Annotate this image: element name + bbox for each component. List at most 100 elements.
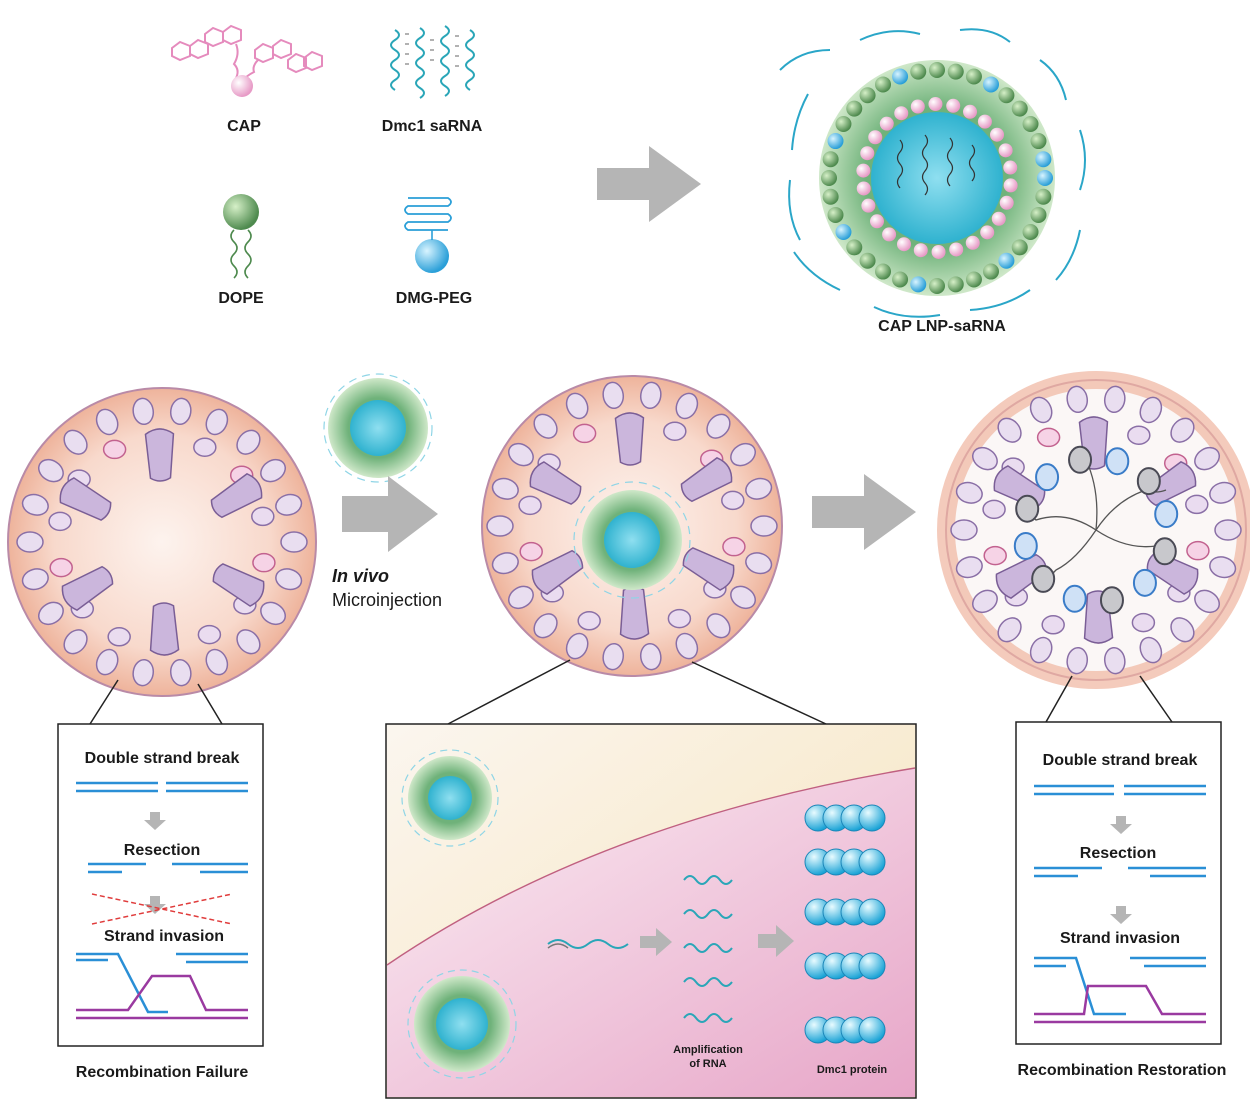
- lipid-outer-icon: [827, 206, 844, 223]
- left-resection-label: Resection: [123, 842, 201, 859]
- spermatocyte-icon: [721, 490, 745, 511]
- lipid-outer-icon: [998, 87, 1015, 104]
- germ-cell-icon: [675, 632, 699, 660]
- restored-cell-icon: [1015, 494, 1040, 523]
- lipid-outer-icon: [998, 252, 1015, 269]
- dmgpeg-tail-icon: [404, 197, 452, 231]
- spermatocyte-icon: [577, 611, 601, 631]
- dmc1-protein-icon: [858, 1016, 886, 1044]
- lipid-outer-icon: [892, 68, 909, 85]
- lipid-outer-icon: [846, 100, 863, 117]
- cap-lipid-icon: [963, 104, 978, 119]
- lipid-outer-icon: [910, 276, 927, 293]
- left-invasion-label: Strand invasion: [103, 928, 225, 945]
- germ-cell-icon: [1209, 481, 1237, 504]
- spermatocyte-icon: [518, 495, 542, 516]
- germ-cell-icon: [21, 568, 49, 591]
- restored-cell-icon: [1152, 537, 1177, 566]
- spermatocyte-icon: [982, 499, 1006, 520]
- spermatocyte-icon: [983, 545, 1007, 566]
- lipid-outer-icon: [859, 87, 876, 104]
- sarna-label: Dmc1 saRNA: [381, 118, 483, 135]
- spermatocyte-icon: [572, 423, 597, 444]
- germ-cell-icon: [1139, 396, 1163, 424]
- germ-cell-icon: [95, 408, 119, 436]
- germ-cell-icon: [38, 601, 64, 626]
- spermatocyte-icon: [722, 536, 746, 557]
- cap-lipid-icon: [1003, 178, 1018, 193]
- cap-lipid-icon: [980, 225, 995, 240]
- restoration-caption: Recombination Restoration: [1017, 1062, 1227, 1079]
- cap-lipid-icon: [931, 244, 946, 259]
- restored-cell-icon: [1068, 445, 1093, 474]
- germ-cell-icon: [1066, 385, 1089, 414]
- cap-lipid-icon: [860, 146, 875, 161]
- lipid-outer-icon: [835, 224, 852, 240]
- germ-cell-icon: [730, 442, 756, 467]
- dmgpeg-label: DMG-PEG: [395, 290, 473, 307]
- right-dsb-title: Double strand break: [1042, 752, 1198, 769]
- lipid-outer-icon: [947, 276, 964, 293]
- germ-cell-icon: [1209, 556, 1237, 579]
- germ-cell-icon: [1194, 446, 1220, 471]
- tubule-injected: [481, 375, 783, 677]
- lipid-outer-icon: [822, 188, 839, 205]
- right-panel-box: [1015, 721, 1222, 1045]
- dmc1-protein-icons: [804, 804, 886, 1044]
- cap-lipid-icon: [910, 99, 925, 114]
- sertoli-cell-icon: [531, 549, 584, 596]
- left-resection-strands: [88, 862, 248, 874]
- germ-cell-icon: [169, 658, 192, 687]
- germ-cell-icon: [955, 481, 983, 504]
- lipid-outer-icon: [1011, 239, 1028, 256]
- sertoli-cell-icon: [680, 456, 733, 503]
- germ-cell-icon: [1170, 617, 1195, 643]
- restored-cell-icon: [1062, 584, 1087, 613]
- spermatocyte-icon: [663, 421, 687, 441]
- cap-lipid-icon: [928, 97, 943, 112]
- lipid-outer-icon: [827, 133, 844, 150]
- germ-cell-icon: [1066, 646, 1089, 675]
- cap-lipid-icon: [861, 198, 876, 213]
- lipid-outer-icon: [846, 239, 863, 256]
- right-resection-label: Resection: [1079, 845, 1157, 862]
- spermatocyte-icon: [193, 437, 217, 457]
- germ-cell-icon: [565, 632, 589, 660]
- lipid-outer-icon: [1011, 100, 1028, 117]
- germ-cell-icon: [95, 648, 119, 676]
- cap-lipid-icon: [991, 211, 1006, 226]
- germ-cell-icon: [1214, 519, 1242, 541]
- tubule-untreated: [7, 387, 317, 697]
- germ-cell-icon: [275, 568, 303, 591]
- spermatocyte-icon: [107, 627, 131, 647]
- dope-label: DOPE: [218, 290, 264, 307]
- germ-cell-icon: [602, 381, 625, 410]
- germ-cell-icon: [533, 413, 558, 439]
- spermatocyte-icon: [1041, 615, 1065, 635]
- cap-lipid-icon: [999, 195, 1014, 210]
- sertoli-cell-icon: [149, 602, 180, 656]
- lipid-outer-icon: [965, 271, 982, 288]
- lipid-outer-icon: [1030, 206, 1047, 223]
- spermatocyte-icon: [519, 541, 543, 562]
- left-dsb-title: Double strand break: [84, 750, 240, 767]
- restoration-arrow-icon: [812, 474, 916, 550]
- germ-cell-icon: [730, 585, 756, 610]
- germ-cell-icon: [675, 392, 699, 420]
- germ-cell-icon: [745, 552, 773, 575]
- restored-cell-icon: [1099, 586, 1124, 615]
- lnp-small-icon: [323, 373, 433, 483]
- germ-cell-icon: [602, 642, 625, 671]
- right-invasion-strands: [1034, 956, 1206, 1024]
- germ-cell-icon: [132, 658, 155, 687]
- sertoli-cell-icon: [59, 477, 112, 521]
- germ-cell-icon: [1139, 636, 1163, 664]
- germ-cell-icon: [508, 442, 534, 467]
- cap-lipid-icon: [1003, 160, 1018, 175]
- germ-cell-icon: [491, 477, 519, 500]
- tubule-restored: [937, 371, 1250, 689]
- germ-cell-icon: [972, 589, 998, 614]
- spermatocyte-icon: [252, 552, 276, 573]
- right-invasion-label: Strand invasion: [1059, 930, 1181, 947]
